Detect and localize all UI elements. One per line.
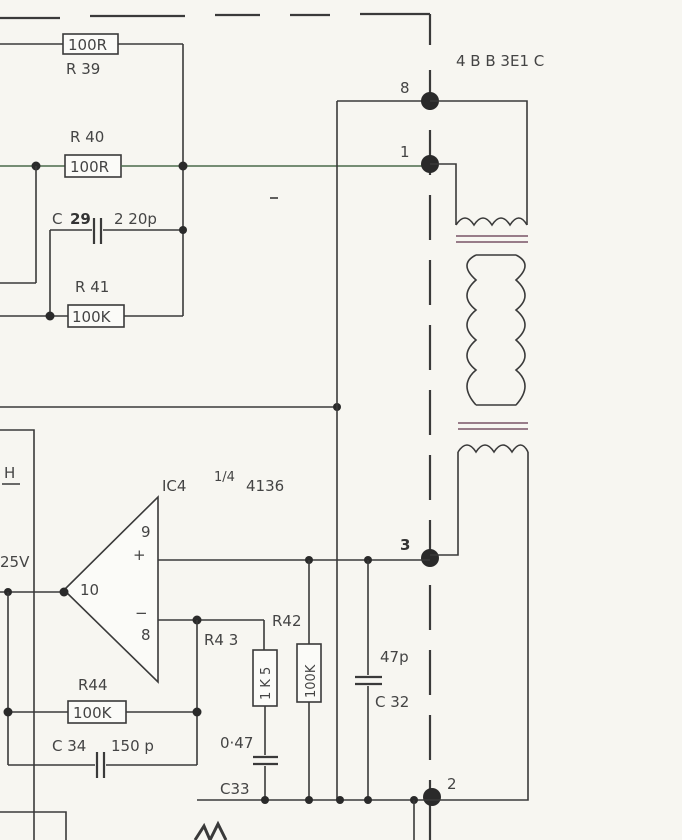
c29-ref: C <box>52 210 62 228</box>
transformer-pin-3 <box>421 549 439 567</box>
junction-output <box>59 587 69 597</box>
junction-gnd-c32 <box>364 796 372 804</box>
c33-value: 0·47 <box>220 734 253 752</box>
r43-value: 1 K 5 <box>259 667 274 700</box>
pin-1-label: 1 <box>400 143 410 161</box>
r42-ref: R42 <box>272 612 302 630</box>
pin-3-label: 3 <box>400 536 410 554</box>
winding-top-lead-1 <box>430 163 457 225</box>
center-winding <box>466 254 526 406</box>
r43-ref: R4 3 <box>204 631 238 649</box>
junction-r40-right <box>178 161 188 171</box>
r41-ref: R 41 <box>75 278 109 296</box>
c32-value: 47p <box>380 648 409 666</box>
left-panel-outline <box>0 429 35 840</box>
r40-ref: R 40 <box>70 128 104 146</box>
r39-ref: R 39 <box>66 60 100 78</box>
c29-value: 2 20p <box>114 210 157 228</box>
top-dashed-boundary <box>0 12 430 20</box>
c33-ref: C33 <box>220 780 250 798</box>
pin-2-label: 2 <box>447 775 457 793</box>
winding-top-lead-8 <box>430 100 528 225</box>
r44-ref: R44 <box>78 676 108 694</box>
opamp-pin-minus: 8 <box>141 626 151 644</box>
r40-value: 100R <box>70 158 109 176</box>
c29-ref-num: 29 <box>70 210 91 228</box>
left-panel-h: H <box>4 464 15 482</box>
opamp-pin-out: 10 <box>80 581 99 599</box>
opamp-pin-plus: 9 <box>141 523 151 541</box>
winding-lead-3 <box>430 452 459 556</box>
r44-value: 100K <box>73 704 113 722</box>
opamp-fraction: 1/4 <box>214 470 235 485</box>
junction-r44-left <box>3 707 13 717</box>
transformer-label: 4 B B 3E1 C <box>456 52 544 70</box>
opamp-minus-sign: − <box>135 604 148 622</box>
primary-winding <box>455 217 528 227</box>
winding-lead-2 <box>432 452 529 801</box>
c34-value: 150 p <box>111 737 154 755</box>
r41-value: 100K <box>72 308 112 326</box>
bottom-left-box <box>0 811 67 840</box>
opamp-part: 4136 <box>246 477 284 495</box>
junction-c29-right <box>179 226 187 234</box>
junction-r41-left <box>45 311 55 321</box>
junction-gnd-r42 <box>305 796 313 804</box>
r39-resistor <box>62 33 119 55</box>
pin-8-label: 8 <box>400 79 410 97</box>
c32-ref: C 32 <box>375 693 409 711</box>
r43-resistor <box>252 649 278 707</box>
transformer-pin-2 <box>423 788 441 806</box>
opamp-label: IC4 <box>162 477 186 495</box>
junction-gnd-pin8 <box>336 796 344 804</box>
r42-value: 100K <box>304 664 319 698</box>
opamp-plus-sign: + <box>133 546 146 564</box>
opamp-ic4 <box>62 495 159 684</box>
secondary-winding <box>457 444 529 454</box>
junction-r44-right <box>192 707 202 717</box>
left-panel-voltage: 25V <box>0 553 30 571</box>
c34-ref: C 34 <box>52 737 86 755</box>
junction-gnd-c33 <box>261 796 269 804</box>
r39-value: 100R <box>68 36 107 54</box>
partial-glyph-bottom <box>193 820 228 840</box>
